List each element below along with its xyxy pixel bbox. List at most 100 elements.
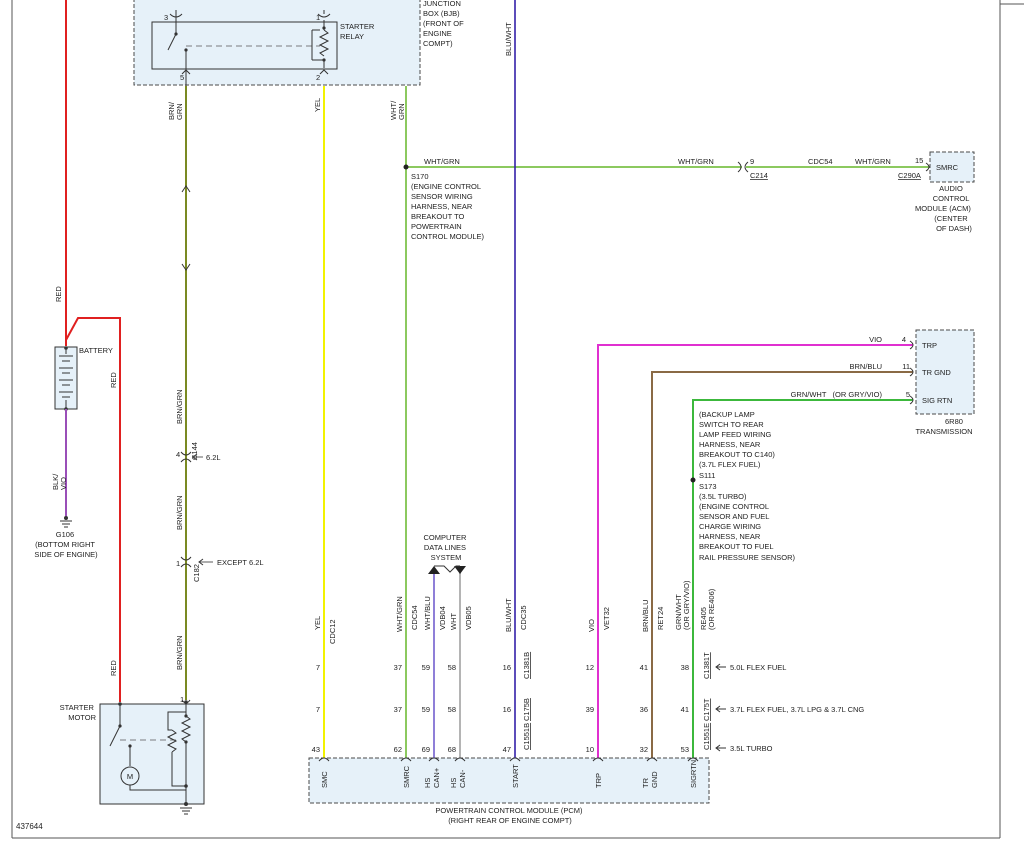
svg-text:GRN/WHT (OR GRY/VIO): GRN/WHT (OR GRY/VIO) [791, 390, 883, 399]
svg-text:1: 1 [176, 559, 180, 568]
pcm-pin-label: SMRC [402, 765, 411, 788]
bjb-title: JUNCTION BOX (BJB) (FRONT OF ENGINE COMP… [423, 0, 466, 48]
pin-number: 16 [503, 663, 511, 672]
svg-text:SIG RTN: SIG RTN [922, 396, 952, 405]
connector-right-name: C1381T [702, 652, 711, 679]
starter-relay-label: STARTER RELAY [340, 22, 376, 41]
connector-pointer [715, 705, 726, 713]
pcm-pin-label: CAN+ [432, 767, 441, 788]
svg-text:4: 4 [176, 450, 180, 459]
connector-name: C1551B [522, 723, 531, 750]
pin-number: 41 [640, 663, 648, 672]
connector-c144: 4 C144 6.2L [176, 442, 221, 463]
label-wht-grn-top: WHT/GRN [389, 100, 406, 120]
bjb-pin-5: 5 [180, 73, 184, 82]
label-blk-vio: BLK/VIO [51, 473, 68, 490]
splice-s170 [403, 164, 409, 170]
label-grn-wht-v: GRN/WHT(OR GRY/VIO) [674, 580, 691, 630]
circuit-vdb05: VDB05 [464, 606, 473, 630]
connector-note: 3.5L TURBO [730, 744, 773, 753]
pcm-pin-label: START [511, 764, 520, 788]
circuit-cdc35: CDC35 [519, 605, 528, 630]
pcm-pin-number: 62 [394, 745, 402, 754]
splice-s111-s173 [690, 477, 696, 483]
circuit-re405: RE405(OR RE406) [699, 588, 716, 630]
svg-text:1: 1 [180, 695, 184, 704]
connector-right-name: C1551E [702, 723, 711, 750]
wire-vio [597, 344, 913, 758]
pcm-pin-label: TRP [594, 773, 603, 788]
bjb-junction-box: JUNCTION BOX (BJB) (FRONT OF ENGINE COMP… [133, 0, 466, 86]
label-wht-grn-h1: WHT/GRN [424, 157, 460, 166]
pcm-title: POWERTRAIN CONTROL MODULE (PCM) (RIGHT R… [435, 806, 584, 825]
pcm-pin-socket [318, 757, 330, 762]
cdl-label: COMPUTER DATA LINES SYSTEM [423, 533, 468, 562]
bjb-pin-2: 2 [316, 73, 320, 82]
pcm-pin-number: 47 [503, 745, 511, 754]
starter-relay-box [151, 21, 338, 70]
pcm-pin-label: HS [449, 778, 458, 788]
svg-text:15: 15 [915, 156, 923, 165]
svg-text:TR GND: TR GND [922, 368, 951, 377]
ground-label: G106 (BOTTOM RIGHT SIDE OF ENGINE) [34, 530, 98, 559]
circuit-vdb04: VDB04 [438, 606, 447, 630]
circuit-ret24: RET24 [656, 607, 665, 630]
label-brn-grn-4: BRN/GRN [175, 635, 184, 670]
pin-number: 38 [681, 663, 689, 672]
battery-label: BATTERY [79, 346, 113, 355]
pin-number: 37 [394, 705, 402, 714]
connector-c182: 1 C182 EXCEPT 6.2L [176, 556, 264, 582]
label-vio-v: VIO [587, 619, 596, 632]
motor-symbol: M [127, 772, 133, 781]
pcm-pin-socket [509, 757, 521, 762]
acm-module: SMRC 15 C290A AUDIO CONTROL MODULE (ACM)… [898, 151, 975, 233]
label-cdc54-h: CDC54 [808, 157, 833, 166]
pcm-pin-socket [454, 757, 466, 762]
svg-text:C214: C214 [750, 171, 768, 180]
relay-switch [167, 33, 177, 51]
connector-c214: 9 C214 [737, 157, 768, 180]
label-wht-blu: WHT/BLU [423, 596, 432, 630]
pin-number: 7 [316, 663, 320, 672]
circuit-cdc54: CDC54 [410, 605, 419, 630]
pcm-pin-label: SMC [320, 771, 329, 788]
label-yel-top: YEL [313, 98, 322, 112]
acm-box [929, 151, 975, 183]
pcm-pin-number: 32 [640, 745, 648, 754]
pcm-pin-number: 53 [681, 745, 689, 754]
s170-label: S170 (ENGINE CONTROL SENSOR WIRING HARNE… [411, 172, 485, 241]
connector-pointer [715, 663, 726, 671]
pin-number: 58 [448, 705, 456, 714]
bjb-pin-1: 1 [316, 13, 320, 22]
connector-name: C175B [522, 698, 531, 721]
label-brn-grn-2: BRN/GRN [175, 389, 184, 424]
pin-number: 37 [394, 663, 402, 672]
connector-note: 5.0L FLEX FUEL [730, 663, 786, 672]
transmission-box [915, 329, 975, 415]
circuit-cdc12: CDC12 [328, 619, 337, 644]
acm-title: AUDIO CONTROL MODULE (ACM) (CENTER OF DA… [915, 184, 973, 233]
connector-row-c1551b: C1551B C1551E 3.5L TURBO [522, 723, 773, 753]
label-brn-grn-3: BRN/GRN [175, 495, 184, 530]
label-blu-wht: BLU/WHT [504, 598, 513, 632]
pcm-pin-socket [646, 757, 658, 762]
label-wht-grn-v: WHT/GRN [395, 596, 404, 632]
label-wht-grn-h3: WHT/GRN [855, 157, 891, 166]
label-red-3: RED [109, 660, 118, 676]
connector-pointer [715, 744, 726, 752]
s111-label: (BACKUP LAMP SWITCH TO REAR LAMP FEED WI… [699, 410, 795, 562]
pin-number: 12 [586, 663, 594, 672]
wire-red-starter [65, 317, 121, 702]
pin-number: 16 [503, 705, 511, 714]
pcm-pin-label: GND [650, 771, 659, 788]
pcm-pin-socket [592, 757, 604, 762]
pcm-pin-number: 68 [448, 745, 456, 754]
pcm-pin-label: TR [641, 777, 650, 788]
connector-note: 3.7L FLEX FUEL, 3.7L LPG & 3.7L CNG [730, 705, 864, 714]
pin-number: 36 [640, 705, 648, 714]
